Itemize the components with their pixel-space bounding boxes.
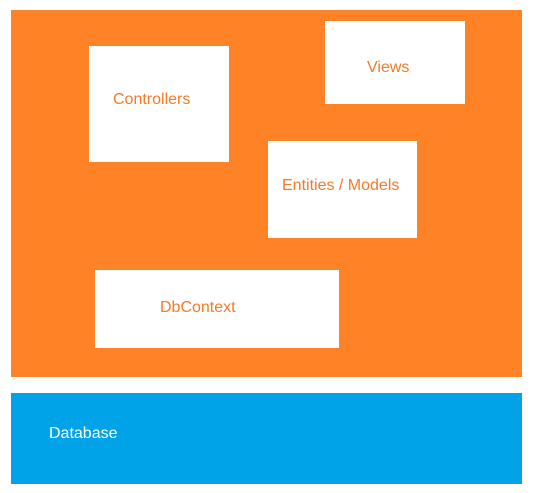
database-label: Database — [49, 425, 118, 442]
controllers-label: Controllers — [113, 91, 191, 108]
views-box: Views — [325, 21, 465, 104]
application-layer: Controllers Views Entities / Models DbCo… — [11, 10, 522, 377]
views-label: Views — [367, 59, 410, 76]
controllers-box: Controllers — [89, 46, 229, 162]
dbcontext-label: DbContext — [160, 299, 236, 316]
dbcontext-box: DbContext — [95, 270, 339, 348]
entities-models-label: Entities / Models — [282, 177, 400, 194]
database-layer: Database — [11, 393, 522, 484]
entities-models-box: Entities / Models — [268, 141, 417, 238]
